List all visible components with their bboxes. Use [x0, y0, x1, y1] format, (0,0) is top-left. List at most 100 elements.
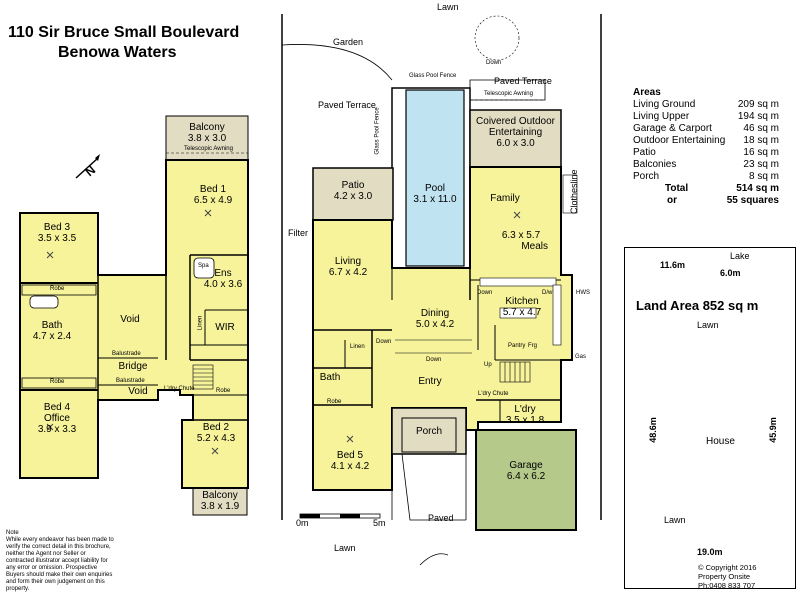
- room-name: Pool: [424, 183, 445, 194]
- room-bath-upper: Bath 4.7 x 2.4: [22, 320, 82, 342]
- room-name: Balcony: [189, 122, 225, 133]
- room-bed5: Bed 5 4.1 x 4.2: [320, 450, 380, 472]
- area-value: 194 sq m: [737, 111, 779, 122]
- room-name: WIR: [215, 322, 235, 333]
- room-dims: 4.7 x 2.4: [32, 331, 72, 342]
- areas-row: Patio 16 sq m: [633, 147, 779, 159]
- room-name: L'dry: [514, 404, 536, 415]
- label-balustrade-1: Balustrade: [112, 351, 141, 357]
- room-dims: 3.8 x 3.0: [187, 133, 227, 144]
- room-ens: Ens 4.0 x 3.6: [198, 268, 248, 290]
- disclaimer-note: Note While every endeavor has been made …: [6, 530, 114, 593]
- room-dims: 6.7 x 4.2: [328, 267, 368, 278]
- copyright: © Copyright 2016: [698, 563, 757, 572]
- label-robe-upper-1: Robe: [50, 286, 65, 292]
- room-dims: 4.1 x 4.2: [330, 461, 370, 472]
- address-line-1: 110 Sir Bruce Small Boulevard: [8, 24, 240, 41]
- area-label: Outdoor Entertaining: [633, 135, 726, 146]
- site-dim-48-6: 48.6m: [647, 417, 658, 443]
- ground-floor-plan: [281, 14, 602, 566]
- label-down-dining: Down: [426, 357, 442, 363]
- label-linen-upper: Linen: [197, 315, 204, 331]
- site-dim-11-6: 11.6m: [660, 260, 686, 270]
- site-house: House: [706, 436, 735, 447]
- copyright-block: © Copyright 2016 Property Onsite Ph:0408…: [698, 563, 756, 590]
- areas-heading: Areas: [633, 87, 661, 98]
- note-text: While every endeavor has been made to ve…: [6, 537, 114, 592]
- room-dims: 3.5 x 3.5: [37, 233, 77, 244]
- upper-floor-plan: [19, 115, 249, 516]
- label-robe-ground: Robe: [327, 399, 342, 405]
- room-dims: 3.1 x 11.0: [413, 194, 457, 205]
- label-glass-pool-fence-side: Glass Pool Fence: [374, 107, 381, 155]
- room-dining: Dining 5.0 x 4.2: [405, 308, 465, 330]
- company: Property Onsite: [698, 572, 751, 581]
- room-coivered-outdoor: Coivered Outdoor Entertaining 6.0 x 3.0: [470, 116, 561, 149]
- room-wir: WIR: [205, 322, 245, 333]
- room-dims: 4.2 x 3.0: [333, 191, 373, 202]
- label-spa: Spa: [198, 263, 209, 269]
- area-label: Balconies: [633, 159, 677, 170]
- site-dim-19-0: 19.0m: [697, 547, 723, 557]
- room-bed2: Bed 2 5.2 x 4.3: [184, 422, 248, 444]
- room-name: Bed 1: [199, 184, 227, 195]
- room-balcony-top: Balcony 3.8 x 3.0: [166, 122, 248, 144]
- room-name: Living: [334, 256, 362, 267]
- area-value: 8 sq m: [748, 171, 779, 182]
- label-scale-0: 0m: [296, 518, 309, 528]
- total-value: 514 sq m: [736, 183, 779, 194]
- room-name: Bed 3: [43, 222, 71, 233]
- room-dims: 6.0 x 3.0: [496, 138, 535, 149]
- site-lawn-top: Lawn: [697, 320, 719, 330]
- label-telescopic-awning-upper: Telescopic Awning: [184, 146, 233, 152]
- room-name: Dining: [420, 308, 450, 319]
- room-pool: Pool 3.1 x 11.0: [406, 183, 464, 205]
- room-name: Entry: [418, 376, 442, 387]
- area-label: Patio: [633, 147, 656, 158]
- room-living: Living 6.7 x 4.2: [318, 256, 378, 278]
- area-label: Porch: [633, 171, 660, 182]
- room-kitchen: Kitchen 5.7 x 4.7: [492, 296, 552, 318]
- site-dim-45-9: 45.9m: [767, 417, 778, 443]
- room-name: Bed 5: [336, 450, 364, 461]
- room-name: Void: [120, 314, 140, 325]
- label-frg: Frg: [528, 343, 537, 349]
- room-name: Balcony: [202, 490, 238, 501]
- or-label: or: [667, 195, 677, 206]
- room-dims: 6.3 x 5.7: [501, 230, 541, 241]
- label-scale-5: 5m: [373, 518, 386, 528]
- site-lawn-bottom: Lawn: [664, 515, 686, 525]
- area-label: Living Ground: [633, 99, 696, 110]
- room-name: Kitchen: [505, 296, 539, 307]
- room-name: Bath: [41, 320, 63, 331]
- label-ldry-chute-ground: L'dry Chute: [478, 391, 509, 397]
- label-clothesline: Clothesline: [569, 169, 579, 214]
- room-balcony-bottom: Balcony 3.8 x 1.9: [193, 490, 247, 512]
- room-family: Family: [480, 193, 530, 204]
- label-lawn-bottom: Lawn: [334, 543, 356, 553]
- room-name: Patio: [341, 180, 365, 191]
- label-up: Up: [484, 362, 492, 368]
- label-lawn-top: Lawn: [437, 2, 459, 12]
- area-value: 16 sq m: [743, 147, 779, 158]
- room-patio: Patio 4.2 x 3.0: [313, 180, 393, 202]
- label-robe-upper-3: Robe: [216, 388, 231, 394]
- room-dims: 5.7 x 4.7: [502, 307, 542, 318]
- room-name: Coivered Outdoor Entertaining: [476, 116, 555, 138]
- area-label: Garage & Carport: [633, 123, 712, 134]
- room-garage: Garage 6.4 x 6.2: [496, 460, 556, 482]
- room-void-2: Void: [118, 386, 158, 397]
- room-name: Porch: [415, 426, 443, 437]
- label-pantry: Pantry: [508, 343, 526, 349]
- label-garden: Garden: [333, 37, 364, 47]
- room-name: Bed 2: [202, 422, 230, 433]
- label-paved-terrace-left: Paved Terrace: [318, 100, 376, 110]
- site-dim-6-0: 6.0m: [720, 268, 741, 278]
- room-bath-ground: Bath: [315, 372, 345, 383]
- squares-value: 55 squares: [726, 195, 779, 206]
